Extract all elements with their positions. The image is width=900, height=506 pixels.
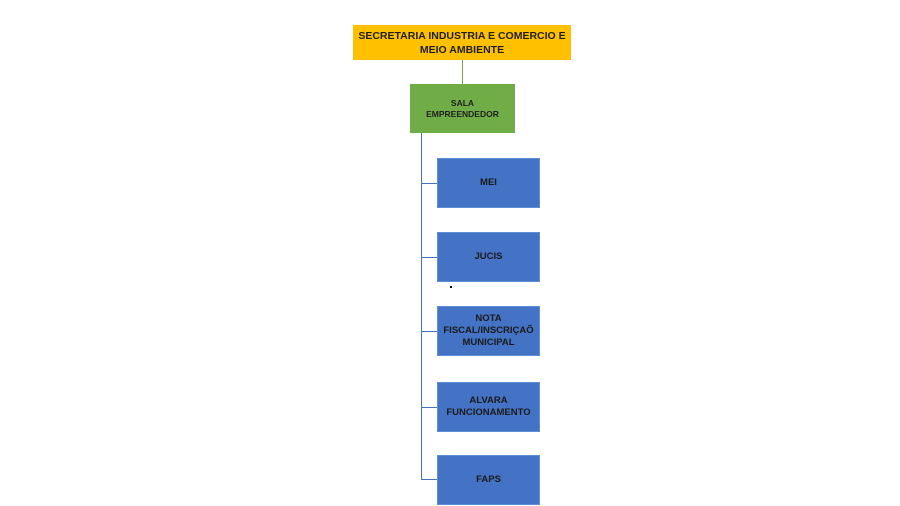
connector-alvara [421,407,437,408]
connector-jucis [421,257,437,258]
faps-box: FAPS [437,455,540,505]
sala-empreendedor-label: SALA EMPREENDEDOR [426,97,499,119]
sala-empreendedor-box: SALA EMPREENDEDOR [410,84,515,133]
stray-dot [450,286,452,288]
faps-label: FAPS [476,474,501,485]
connector-root-child [462,60,463,84]
nota-fiscal-label: NOTA FISCAL/INSCRIÇAÕ MUNICIPAL [443,313,534,348]
connector-mei [421,183,437,184]
mei-box: MEI [437,158,540,208]
connector-trunk [421,133,422,480]
mei-label: MEI [480,177,497,188]
jucis-box: JUCIS [437,232,540,282]
jucis-label: JUCIS [474,251,503,262]
alvara-box: ALVARA FUNCIONAMENTO [437,382,540,432]
alvara-label: ALVARA FUNCIONAMENTO [446,395,531,418]
connector-nota-fiscal [421,331,437,332]
secretaria-label: SECRETARIA INDUSTRIA E COMERCIO E MEIO A… [358,29,566,56]
secretaria-box: SECRETARIA INDUSTRIA E COMERCIO E MEIO A… [353,25,571,60]
connector-faps [421,479,437,480]
nota-fiscal-box: NOTA FISCAL/INSCRIÇAÕ MUNICIPAL [437,306,540,356]
